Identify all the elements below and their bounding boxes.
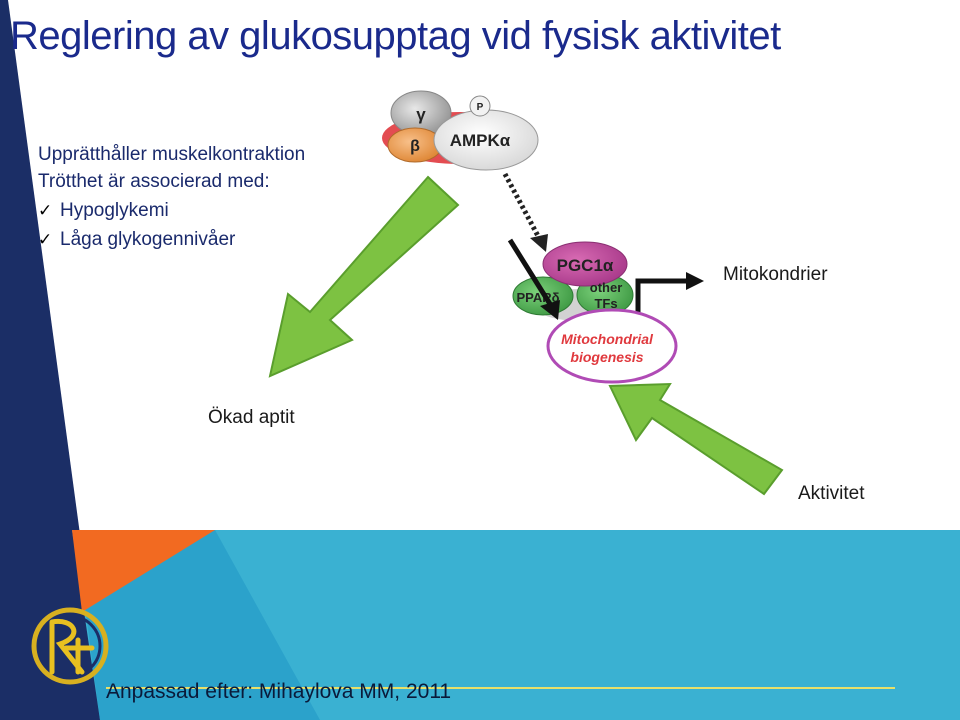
black-arrow-head [540, 300, 560, 320]
green-arrow-activity [608, 382, 784, 496]
dotted-activation-arrow [502, 172, 548, 252]
biogenesis-line1: Mitochondrial [561, 331, 654, 347]
orange-accent [72, 530, 215, 612]
phosphate-label: P [477, 102, 484, 113]
mitochondria-elbow-arrow [635, 272, 704, 318]
pgc1-label: PGC1α [557, 256, 614, 275]
black-diagonal-arrow [507, 238, 560, 320]
green-arrow-appetite [268, 175, 460, 378]
mitochondrial-biogenesis: Mitochondrial biogenesis [546, 308, 678, 384]
checkmark-icon: ✓ [38, 201, 53, 220]
logo-monogram [49, 618, 95, 675]
beta-label: β [410, 138, 420, 155]
teal-footer-band [72, 530, 960, 720]
ampk-label: AMPKα [450, 131, 511, 150]
phosphate-circle [469, 95, 491, 117]
source-credit: Anpassad efter: Mihaylova MM, 2011 [106, 680, 452, 703]
slide-title: Reglering av glukosupptag vid fysisk akt… [10, 14, 781, 58]
biogenesis-ring [546, 308, 678, 384]
bullet-item-glycogen: ✓ Låga glykogennivåer [38, 229, 235, 251]
label-okad-aptit: Ökad aptit [208, 407, 295, 428]
gamma-label: γ [416, 105, 426, 124]
dotted-arrow-head [530, 234, 548, 252]
club-emblem-logo [31, 607, 109, 685]
elbow-arrow-shaft [635, 278, 688, 318]
other-label: other [590, 280, 623, 295]
black-arrow-shaft [507, 238, 553, 306]
biogenesis-line2: biogenesis [570, 349, 643, 365]
checkmark-icon: ✓ [38, 230, 53, 249]
elbow-arrow-head [686, 272, 704, 290]
ampk-complex: γ β P AMPKα [382, 90, 539, 171]
tfs-label: TFs [594, 296, 617, 311]
text-line-muscle: Upprätthåller muskelkontraktion [38, 144, 306, 165]
label-mitokondrier: Mitokondrier [723, 264, 828, 285]
logo-inner-ring [38, 614, 102, 678]
pgc1-alpha-ellipse [542, 241, 628, 287]
bullet-item-label: Hypoglykemi [60, 200, 169, 221]
label-aktivitet: Aktivitet [798, 483, 865, 504]
bullet-item-label: Låga glykogennivåer [60, 229, 236, 250]
logo-ring [31, 607, 109, 685]
dotted-arrow-shaft [502, 172, 541, 238]
text-line-fatigue: Trötthet är associerad med: [38, 171, 270, 192]
bullet-item-hypoglycemia: ✓ Hypoglykemi [38, 200, 169, 222]
